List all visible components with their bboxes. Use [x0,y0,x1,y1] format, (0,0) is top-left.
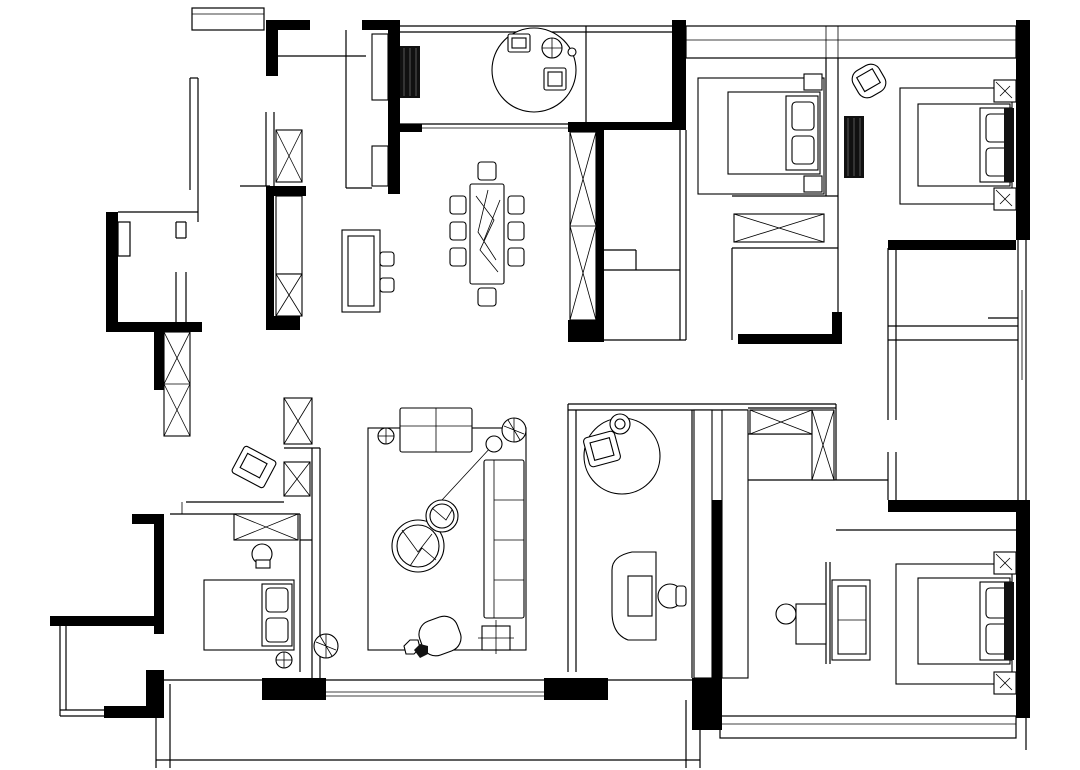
plants [313,417,527,659]
storage-cabinets [163,129,835,679]
thin-partitions [59,7,1027,768]
entry-chair [231,445,277,489]
living-room-set [367,407,527,658]
breakfast-bar [341,229,395,313]
bed-master-bedroom [775,551,1017,695]
dining-table [449,161,525,307]
wood-panels [400,46,864,178]
entry-bench [371,33,389,187]
bed-guest-bedroom [203,543,295,669]
bed-bedroom-2 [851,63,1017,211]
walls [50,20,1030,730]
bed-bedroom-1 [697,73,825,195]
study-set [583,413,687,641]
plant-guest [313,633,339,659]
dining-chairs [449,161,525,307]
window-marks [181,290,1023,514]
tea-nook-set [491,27,577,113]
study-bookshelves [693,409,749,679]
plant-living [501,417,527,443]
